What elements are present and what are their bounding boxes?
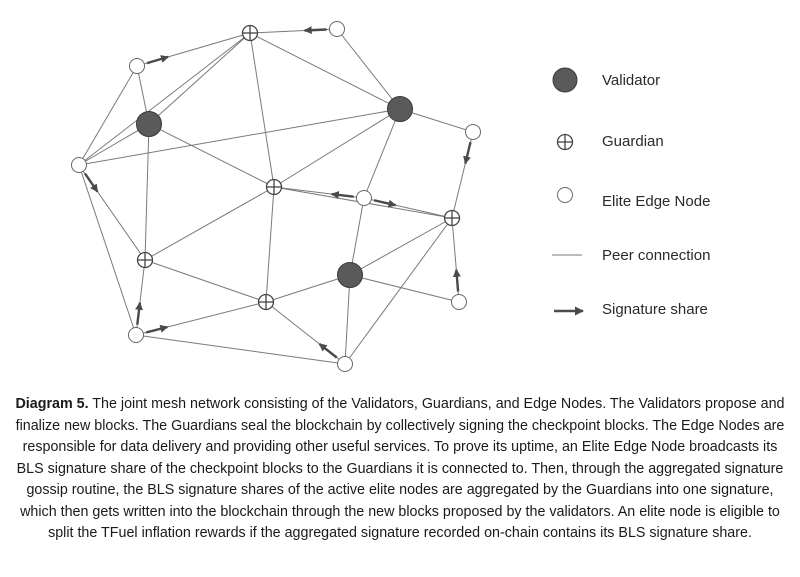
- peer-connection-line: [349, 197, 365, 276]
- caption-text: The joint mesh network consisting of the…: [15, 396, 785, 541]
- peer-connection-line: [144, 259, 267, 303]
- network-diagram: Validator Guardian Elite Edge Node Peer …: [71, 21, 710, 372]
- peer-connection-line: [265, 274, 351, 303]
- edge-node: [451, 294, 467, 310]
- edge-node: [129, 58, 145, 74]
- peer-connection-line: [363, 108, 401, 199]
- signature-shares: [84, 26, 472, 359]
- edge-node: [465, 124, 481, 140]
- peer-connection-line: [249, 32, 401, 110]
- legend: Validator Guardian Elite Edge Node Peer …: [552, 67, 710, 318]
- legend-signature-share: Signature share: [554, 301, 708, 318]
- peer-connection-line: [144, 123, 150, 261]
- peer-connection-line: [349, 274, 460, 303]
- legend-signature-share-label: Signature share: [602, 301, 708, 318]
- legend-validator-label: Validator: [602, 72, 660, 89]
- validator-node: [337, 262, 363, 288]
- legend-peer-connection: Peer connection: [552, 247, 710, 264]
- legend-peer-connection-label: Peer connection: [602, 247, 710, 264]
- peer-connection-line: [148, 32, 251, 125]
- peer-connection-line: [265, 186, 275, 303]
- peer-connection-line: [148, 123, 275, 188]
- peer-connection-line: [78, 164, 137, 336]
- peer-connections: [78, 28, 474, 365]
- legend-edge-node-label: Elite Edge Node: [602, 193, 710, 210]
- peer-connection-line: [344, 217, 453, 365]
- signature-share-arrow: [373, 199, 397, 208]
- figure-caption: Diagram 5. The joint mesh network consis…: [10, 394, 790, 545]
- peer-connection-line: [144, 186, 275, 261]
- peer-connection-line: [78, 32, 251, 166]
- edge-node: [128, 327, 144, 343]
- signature-share-arrow: [452, 268, 461, 292]
- peer-connection-line: [135, 334, 346, 365]
- peer-connection-line: [78, 65, 138, 166]
- legend-edge-node: Elite Edge Node: [557, 187, 710, 210]
- edge-node: [356, 190, 372, 206]
- signature-share-arrow: [135, 301, 144, 325]
- validator-node: [136, 111, 162, 137]
- network-nodes: [71, 21, 481, 372]
- peer-connection-line: [336, 28, 401, 110]
- guardian-node: [443, 209, 461, 227]
- guardian-node: [265, 178, 283, 196]
- signature-share-arrow: [303, 26, 327, 35]
- legend-guardian-label: Guardian: [602, 133, 664, 150]
- signature-share-arrow: [330, 190, 354, 199]
- guardian-node: [136, 251, 154, 269]
- edge-node: [337, 356, 353, 372]
- edge-node-symbol-icon: [557, 187, 573, 203]
- peer-connection-line: [78, 123, 150, 166]
- guardian-symbol-icon: [556, 133, 574, 151]
- caption-label: Diagram 5.: [15, 396, 89, 412]
- peer-connection-line: [273, 108, 401, 188]
- peer-connection-line: [78, 108, 401, 166]
- guardian-node: [257, 293, 275, 311]
- guardian-node: [241, 24, 259, 42]
- signature-share-arrow: [318, 342, 338, 359]
- signature-share-arrow: [145, 324, 169, 334]
- edge-node: [329, 21, 345, 37]
- signature-share-arrow: [146, 55, 169, 65]
- peer-connection-line: [349, 217, 453, 276]
- signature-share-arrow: [463, 141, 472, 165]
- edge-node: [71, 157, 87, 173]
- validator-symbol-icon: [552, 67, 578, 93]
- peer-connection-line: [344, 274, 351, 365]
- signature-share-arrow: [84, 172, 99, 193]
- legend-validator: Validator: [552, 67, 660, 93]
- peer-connection-line: [249, 32, 275, 188]
- validator-node: [387, 96, 413, 122]
- legend-guardian: Guardian: [556, 133, 664, 151]
